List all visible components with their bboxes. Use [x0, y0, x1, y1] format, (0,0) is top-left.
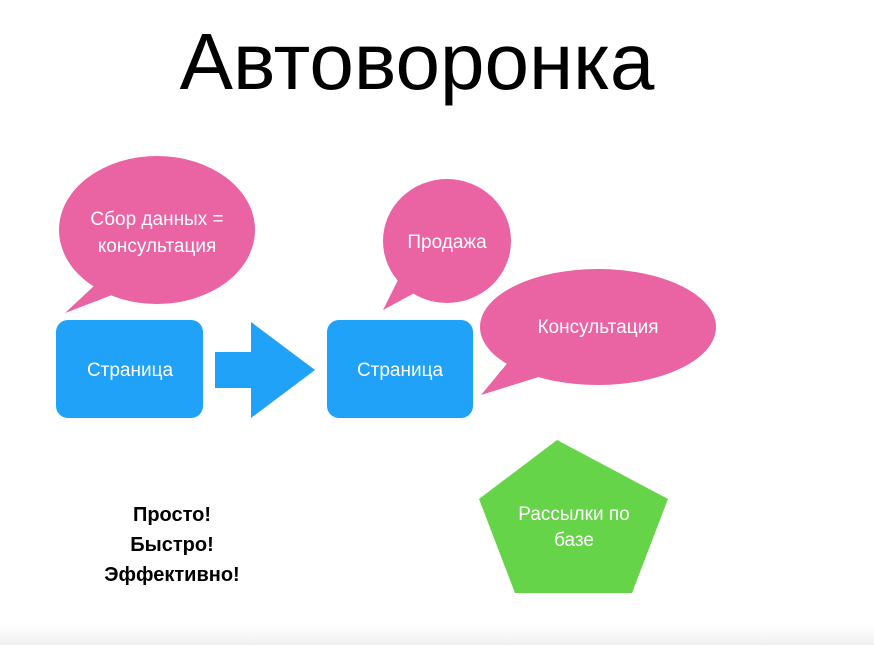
page-box-1-label: Страница — [87, 360, 174, 381]
bubble-data-collection: Сбор данных = консультация — [59, 156, 255, 313]
slide-title: Автоворонка — [180, 17, 655, 106]
slogan-line-1: Просто! — [133, 504, 211, 526]
bubble-consultation: Консультация — [480, 269, 716, 395]
flow-arrow — [215, 322, 315, 418]
bubble-sale-label: Продажа — [407, 232, 487, 253]
page-box-2: Страница — [327, 320, 473, 418]
slogan: Просто! Быстро! Эффективно! — [104, 504, 239, 586]
bottom-band — [0, 625, 874, 645]
bubble-data-collection-line1: Сбор данных = — [90, 209, 223, 230]
bubble-data-collection-line2: консультация — [98, 236, 217, 257]
slogan-line-2: Быстро! — [130, 534, 213, 556]
bubble-sale: Продажа — [383, 179, 511, 310]
pentagon-line1: Рассылки по — [518, 504, 629, 525]
page-box-2-label: Страница — [357, 360, 444, 381]
slogan-line-3: Эффективно! — [104, 564, 239, 586]
pentagon-mailings: Рассылки по базе — [479, 440, 668, 593]
pentagon-line2: базе — [554, 530, 594, 551]
bubble-consultation-label: Консультация — [537, 317, 658, 338]
page-box-1: Страница — [56, 320, 203, 418]
